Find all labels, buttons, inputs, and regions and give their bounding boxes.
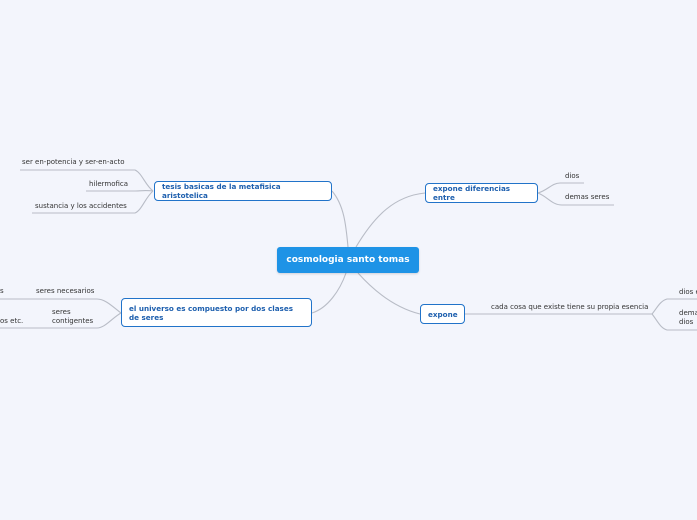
leaf-dema-line2[interactable]: dios (679, 318, 694, 326)
link-central-diferencias (355, 192, 426, 248)
leaf-dios-e[interactable]: dios e (679, 288, 697, 296)
central-topic[interactable]: cosmologia santo tomas (277, 247, 419, 273)
link-diferencias-dios (537, 182, 584, 194)
node-tesis[interactable]: tesis basicas de la metafisica aristotel… (154, 181, 332, 201)
leaf-contigentes-sub[interactable]: os etc. (0, 317, 24, 325)
link-esencia-dema (651, 313, 697, 331)
leaf-dema-line1[interactable]: dema (679, 309, 697, 317)
link-universo-necesarios (30, 298, 122, 314)
leaf-contigentes-line2[interactable]: contigentes (52, 317, 94, 325)
leaf-demas[interactable]: demas seres (565, 193, 610, 201)
link-esencia-dios-e (651, 298, 697, 315)
leaf-sustancia[interactable]: sustancia y los accidentes (35, 202, 127, 210)
node-diferencias[interactable]: expone diferencias entre (425, 183, 538, 203)
link-tesis-sustancia (32, 190, 154, 214)
leaf-dios[interactable]: dios (565, 172, 580, 180)
leaf-potencia[interactable]: ser en-potencia y ser-en-acto (22, 158, 125, 166)
leaf-contigentes-line1[interactable]: seres (52, 308, 71, 316)
leaf-esencia[interactable]: cada cosa que existe tiene su propia ese… (491, 303, 649, 311)
link-universo-contigentes (50, 312, 122, 329)
leaf-necesarios[interactable]: seres necesarios (36, 287, 95, 295)
link-central-expone (357, 272, 421, 315)
leaf-hilermofica[interactable]: hilermofica (89, 180, 129, 188)
link-central-universo (311, 272, 347, 314)
node-universo[interactable]: el universo es compuesto por dos clases … (121, 298, 312, 327)
node-expone[interactable]: expone (420, 304, 465, 324)
leaf-necesarios-sub[interactable]: s (0, 287, 4, 295)
link-tesis-potencia (20, 169, 154, 192)
link-central-tesis (331, 190, 349, 248)
link-diferencias-demas (537, 192, 614, 206)
